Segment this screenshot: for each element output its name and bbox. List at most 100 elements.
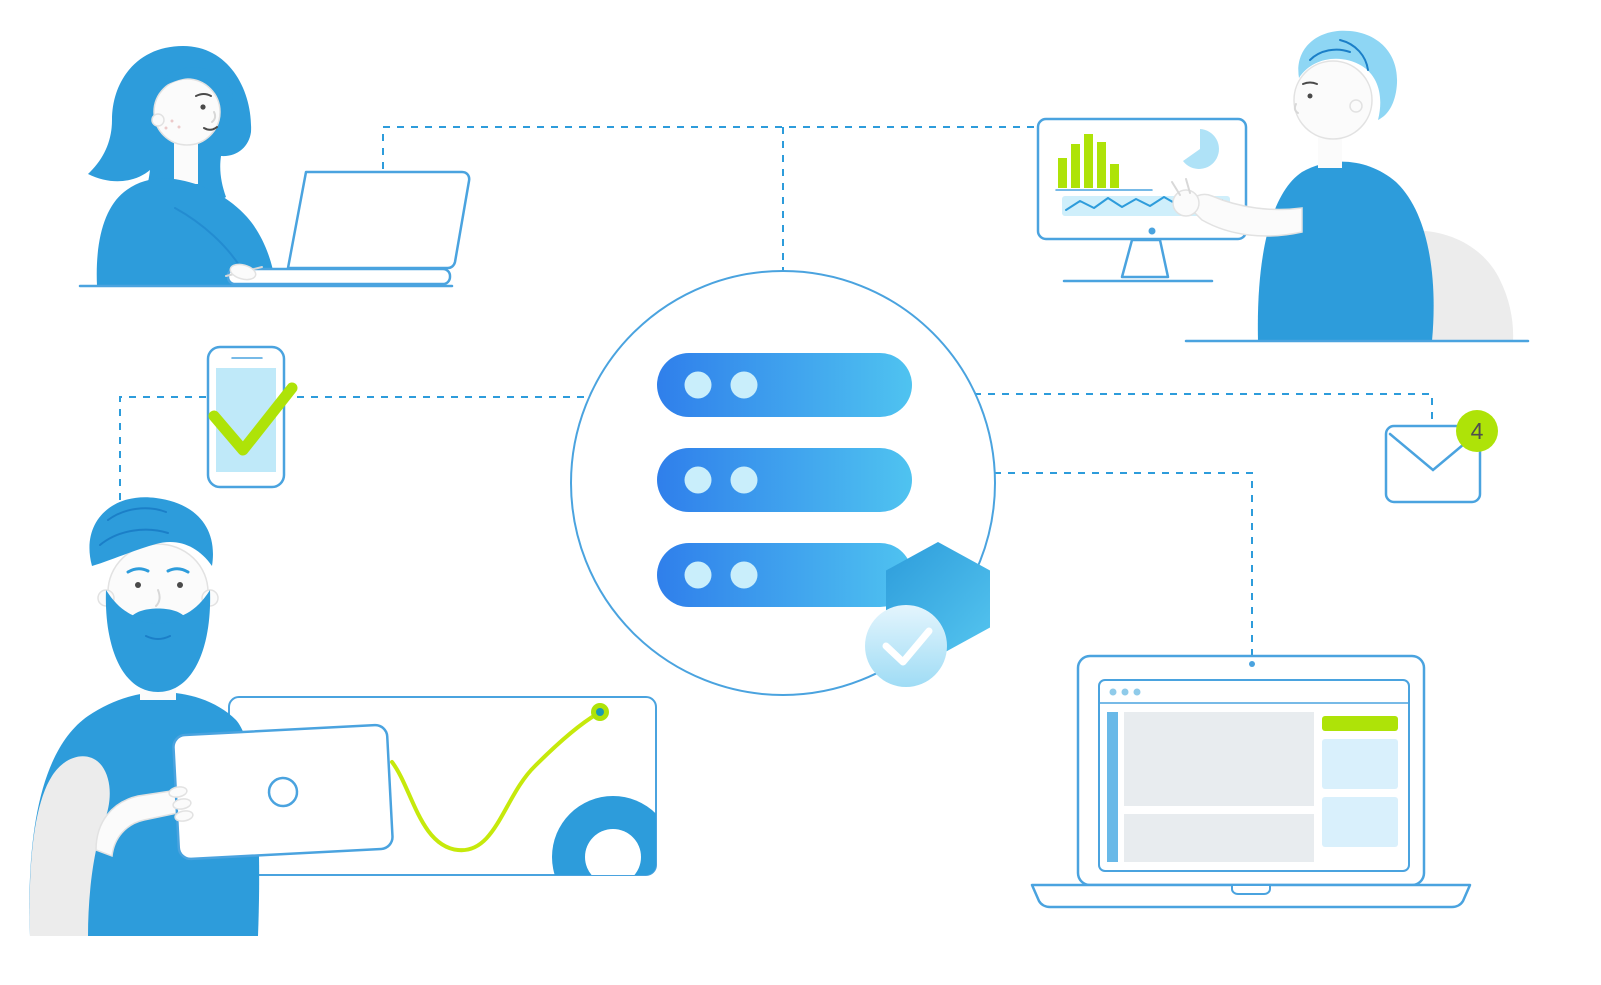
laptop-lid <box>286 170 471 270</box>
connection-line-right-envelope <box>974 393 1433 423</box>
man2-face-features <box>126 567 190 607</box>
envelope-flap <box>1388 432 1478 472</box>
connection-line-right-laptop <box>994 472 1253 659</box>
eye-dot <box>177 582 183 588</box>
server-led <box>730 561 758 589</box>
laptop-camera-dot <box>1249 661 1255 667</box>
notification-badge: 4 <box>1456 410 1498 452</box>
content-block-main <box>1124 712 1314 806</box>
hair-shape <box>1298 30 1398 120</box>
woman-face-features <box>164 93 218 131</box>
check-badge-circle <box>865 605 947 687</box>
woman-arm-fold-line <box>174 207 242 269</box>
finger <box>168 786 188 798</box>
laptop-base <box>226 267 452 286</box>
beard-shape <box>105 590 211 692</box>
trend-endpoint-inner <box>596 708 604 716</box>
donut-hole <box>585 829 641 875</box>
smartphone-check-icon <box>206 345 298 489</box>
trend-curve <box>390 712 599 853</box>
mouth-line <box>145 635 171 640</box>
side-panel-block <box>1322 739 1398 789</box>
open-laptop-icon <box>226 170 471 286</box>
monitor-stand <box>1120 238 1170 279</box>
man2-sleeve <box>29 756 110 936</box>
window-dot <box>1109 688 1117 696</box>
badge-circle <box>1456 410 1498 452</box>
check-icon <box>882 627 933 666</box>
woman-hand <box>225 263 263 281</box>
woman-hair-front <box>156 67 233 100</box>
man2-fingers <box>168 786 194 822</box>
freckle <box>177 125 181 129</box>
browser-window <box>1098 679 1410 872</box>
check-icon <box>208 382 298 456</box>
eye-dot <box>200 104 206 110</box>
hand-shape <box>229 263 257 281</box>
man1-ear <box>1349 99 1363 113</box>
laptop-base-notch <box>1231 884 1271 895</box>
bearded-man-with-tablet <box>29 497 394 936</box>
woman-ear <box>151 113 165 127</box>
woman-torso <box>96 178 277 286</box>
woman-with-laptop <box>78 46 471 288</box>
server-led <box>684 371 712 399</box>
nose-line <box>155 589 161 607</box>
check-badge-icon <box>865 605 947 687</box>
server-led <box>730 466 758 494</box>
chart-bar <box>1110 164 1119 188</box>
man1-hair <box>1298 30 1398 120</box>
tablet-icon <box>172 723 394 861</box>
server-bar-1 <box>657 353 912 417</box>
chart-bar <box>1084 134 1093 188</box>
chart-bar <box>1058 158 1067 188</box>
envelope-body <box>1384 424 1482 504</box>
email-envelope-icon: 4 <box>1384 410 1498 504</box>
hand-shape <box>1172 189 1200 217</box>
server-led <box>684 466 712 494</box>
man1-torso <box>1257 161 1434 341</box>
man-at-desktop <box>1036 30 1530 343</box>
finger <box>174 810 194 822</box>
hair-stroke <box>1309 48 1351 61</box>
server-led <box>730 371 758 399</box>
freckle <box>164 126 168 130</box>
hair-stroke <box>99 528 169 546</box>
laptop-browser-icon <box>1030 654 1472 909</box>
eyebrow <box>1302 81 1318 85</box>
window-dot <box>1133 688 1141 696</box>
card-content <box>390 712 656 875</box>
cta-button-block <box>1322 716 1398 731</box>
email-badge-count: 4 <box>1471 418 1484 444</box>
eyebrow <box>195 93 212 97</box>
eyebrow <box>126 567 150 574</box>
server-led <box>684 561 712 589</box>
chart-bar <box>1071 144 1080 188</box>
man1-face-features <box>1293 81 1318 114</box>
eyebrow <box>166 567 190 574</box>
nose-line <box>211 111 217 123</box>
server-stack-icon <box>657 353 912 607</box>
man1-hand <box>1171 178 1200 217</box>
freckle <box>170 119 174 123</box>
content-block-secondary <box>1124 814 1314 862</box>
central-server-node <box>570 270 996 696</box>
finger-line <box>1171 181 1181 196</box>
hair-stroke <box>1339 39 1369 71</box>
tablet-logo-circle <box>267 776 299 808</box>
window-dot <box>1121 688 1129 696</box>
finger <box>172 798 192 810</box>
pie-chart-icon <box>1183 129 1219 169</box>
connection-line-top <box>382 126 1034 169</box>
woman-neck <box>174 140 198 184</box>
chart-bar <box>1097 142 1106 188</box>
man1-face <box>1293 60 1373 140</box>
eye-dot <box>1307 93 1313 99</box>
bar-chart-icon <box>1055 134 1153 191</box>
smile-line <box>203 126 218 131</box>
woman-face <box>153 78 221 146</box>
monitor-logo-dot <box>1148 227 1156 235</box>
connection-lines <box>119 126 1433 659</box>
tablet-body <box>172 723 394 861</box>
